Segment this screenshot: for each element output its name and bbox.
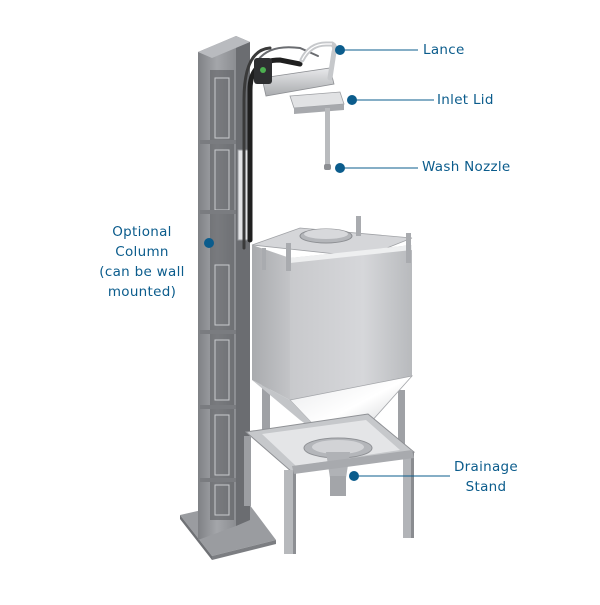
drainage-stand-label-line-1: Drainage [453, 459, 519, 475]
drainage-stand-label: Drainage Stand [446, 457, 526, 497]
inlet-lid [289, 91, 345, 114]
lance-arm [254, 41, 338, 97]
optional-column-label-line-4: mounted) [107, 284, 177, 300]
callout-leaders [340, 49, 450, 477]
drainage-stand [244, 413, 416, 554]
inlet-lid-dot [347, 95, 357, 105]
drainage-stand-dot [349, 471, 359, 481]
wash-nozzle [324, 108, 331, 170]
optional-column-label-line-2: Column [115, 244, 169, 260]
callout-dots [204, 45, 359, 481]
lance-label: Lance [423, 42, 465, 58]
optional-column-label-line-3: (can be wall [99, 264, 185, 280]
optional-column-label: Optional Column (can be wall mounted) [92, 222, 192, 302]
optional-column-dot [204, 238, 214, 248]
ibc-tank [251, 216, 413, 400]
wash-nozzle-dot [335, 163, 345, 173]
wash-nozzle-label: Wash Nozzle [422, 159, 511, 175]
drainage-stand-label-line-2: Stand [465, 479, 507, 495]
optional-column-label-line-1: Optional [112, 224, 172, 240]
lance-dot [335, 45, 345, 55]
inlet-lid-label: Inlet Lid [437, 92, 494, 108]
